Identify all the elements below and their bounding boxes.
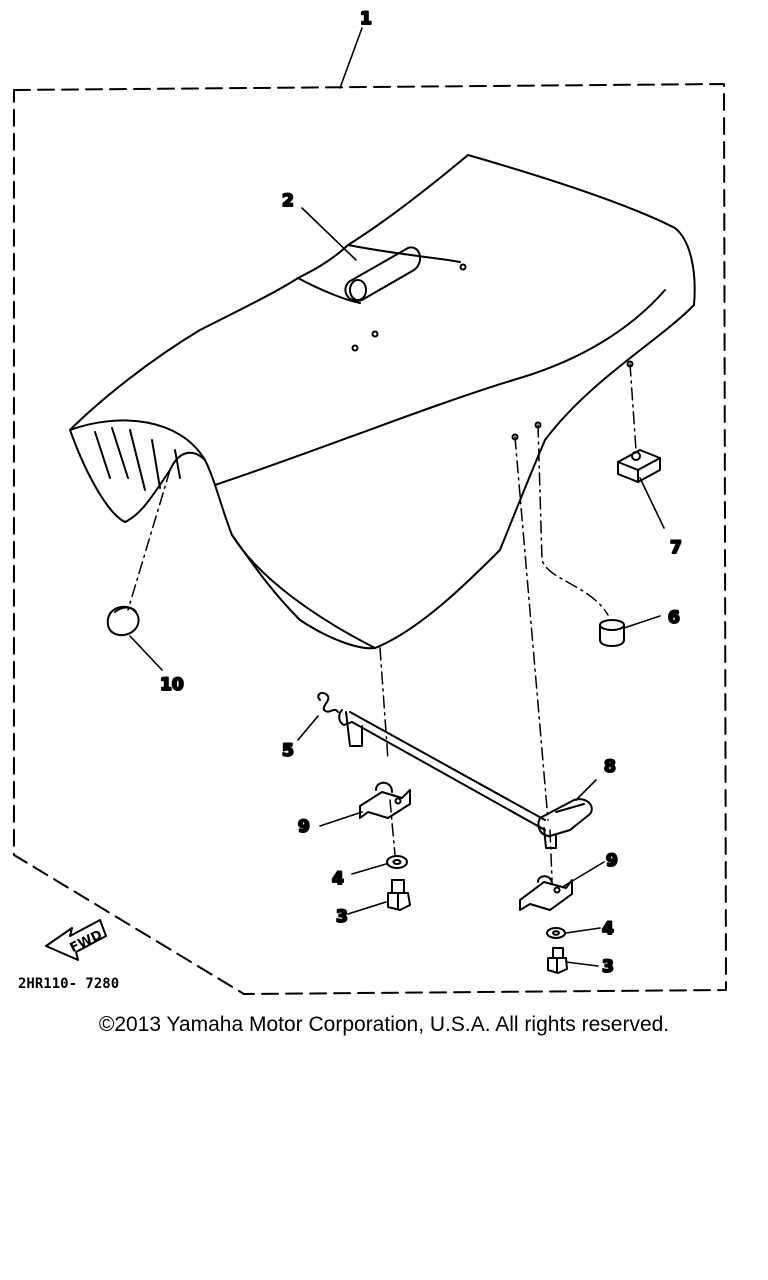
- leader-lines: [129, 27, 665, 967]
- part-5-spring: [317, 691, 339, 713]
- assembly-axes: [127, 363, 637, 881]
- part-4-washer-left: [386, 855, 408, 869]
- part-7-clip-nut: [617, 449, 661, 483]
- seat-body: [69, 154, 696, 650]
- callout-9-left: 9: [298, 817, 310, 837]
- callout-4-right: 4: [602, 919, 614, 939]
- part-9-bracket-left: [359, 781, 411, 819]
- part-6-damper: [599, 619, 625, 647]
- callout-10: 10: [160, 675, 184, 695]
- part-3-bolt-left: [387, 879, 411, 911]
- callout-5: 5: [282, 741, 294, 761]
- fwd-arrow-icon: FWD: [45, 919, 107, 961]
- part-2-strap: [344, 246, 422, 302]
- callout-6: 6: [668, 608, 680, 628]
- seat-lock-rod: [338, 709, 546, 831]
- part-9-bracket-right: [519, 875, 573, 911]
- callout-4-left: 4: [332, 869, 344, 889]
- part-8-lock-hook: [537, 798, 593, 849]
- seat-parts-diagram: 1 2 7 6 10 5 8 9 4 3 9 4 3 FWD 2HR110- 7…: [13, 8, 727, 995]
- copyright-notice: ©2013 Yamaha Motor Corporation, U.S.A. A…: [98, 1013, 670, 1036]
- callout-1: 1: [360, 9, 372, 29]
- assembly-boundary: [13, 83, 727, 995]
- part-3-bolt-right: [547, 947, 568, 974]
- callout-2: 2: [282, 191, 294, 211]
- diagram-code: 2HR110- 7280: [18, 976, 119, 992]
- svg-text:FWD: FWD: [68, 928, 105, 956]
- callout-8: 8: [604, 757, 616, 777]
- part-10-bumper: [106, 605, 140, 637]
- callout-3-right: 3: [602, 957, 614, 977]
- callout-7: 7: [670, 538, 682, 558]
- callout-9-right: 9: [606, 851, 618, 871]
- part-4-washer-right: [546, 927, 566, 939]
- callout-3-left: 3: [336, 907, 348, 927]
